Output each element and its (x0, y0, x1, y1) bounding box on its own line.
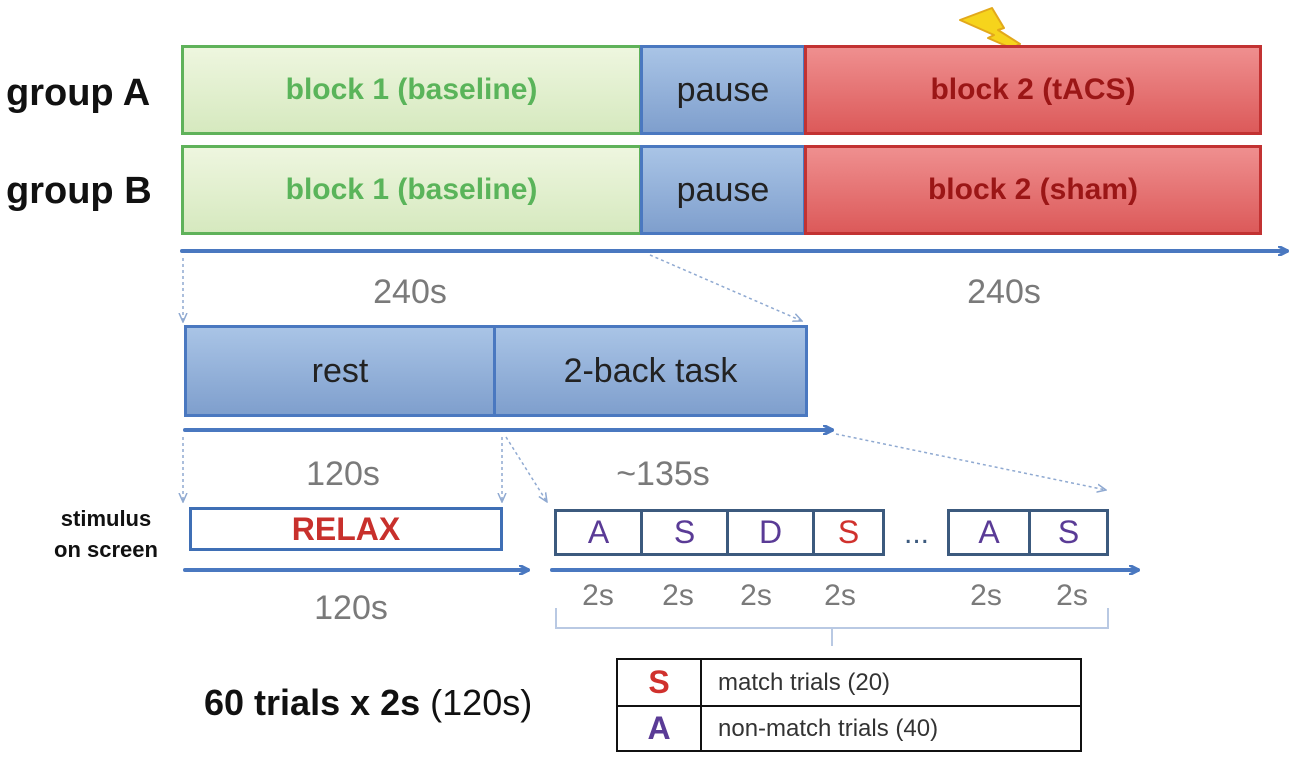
group-a-block1: block 1 (baseline) (181, 45, 642, 135)
trials-brace (555, 608, 1109, 646)
relax-stimulus: RELAX (189, 507, 503, 551)
trial-duration: 2s (740, 579, 772, 612)
relax-duration: 120s (314, 588, 388, 627)
stimulus-label-line2: on screen (54, 537, 158, 562)
zoom-connector (835, 433, 1106, 490)
trials-summary-count: 60 trials x 2s (204, 682, 421, 723)
trial-letter: A (554, 509, 643, 556)
legend-divider-horizontal (618, 705, 1080, 707)
trials-summary: 60 trials x 2s (120s) (204, 678, 604, 728)
legend-nonmatch-letter: A (647, 710, 671, 746)
trial-duration: 2s (970, 579, 1002, 612)
trial-duration: 2s (582, 579, 614, 612)
trial-ellipsis: ... (903, 517, 929, 550)
zoom-connector (649, 254, 802, 321)
task-segment: 2-back task (493, 325, 808, 417)
legend-match-letter: S (648, 664, 670, 700)
zoom-connector (505, 436, 547, 502)
trial-letter-match: S (812, 509, 885, 556)
legend-table: S A match trials (20) non-match trials (… (616, 658, 1082, 752)
task-duration: ~135s (616, 454, 710, 493)
group-b-label: group B (6, 169, 152, 212)
stimulus-label-line1: stimulus (60, 506, 152, 531)
trial-letter: D (726, 509, 815, 556)
trial-letter: S (1028, 509, 1109, 556)
group-b-pause: pause (640, 145, 806, 235)
group-a-block2: block 2 (tACS) (804, 45, 1262, 135)
block2-duration: 240s (967, 272, 1041, 311)
legend-match-text: match trials (20) (718, 668, 891, 696)
trial-letter: A (947, 509, 1031, 556)
trial-duration: 2s (1056, 579, 1088, 612)
group-a-pause: pause (640, 45, 806, 135)
legend-nonmatch-text: non-match trials (40) (718, 714, 939, 742)
group-b-block2: block 2 (sham) (804, 145, 1262, 235)
trials-summary-total: (120s) (430, 682, 533, 723)
trial-duration: 2s (662, 579, 694, 612)
trial-duration: 2s (824, 579, 856, 612)
group-a-label: group A (6, 71, 151, 114)
rest-duration: 120s (306, 454, 380, 493)
stimulus-label: stimulus on screen (36, 503, 176, 565)
block1-duration: 240s (373, 272, 447, 311)
rest-segment: rest (184, 325, 496, 417)
trial-letter: S (640, 509, 729, 556)
group-b-block1: block 1 (baseline) (181, 145, 642, 235)
